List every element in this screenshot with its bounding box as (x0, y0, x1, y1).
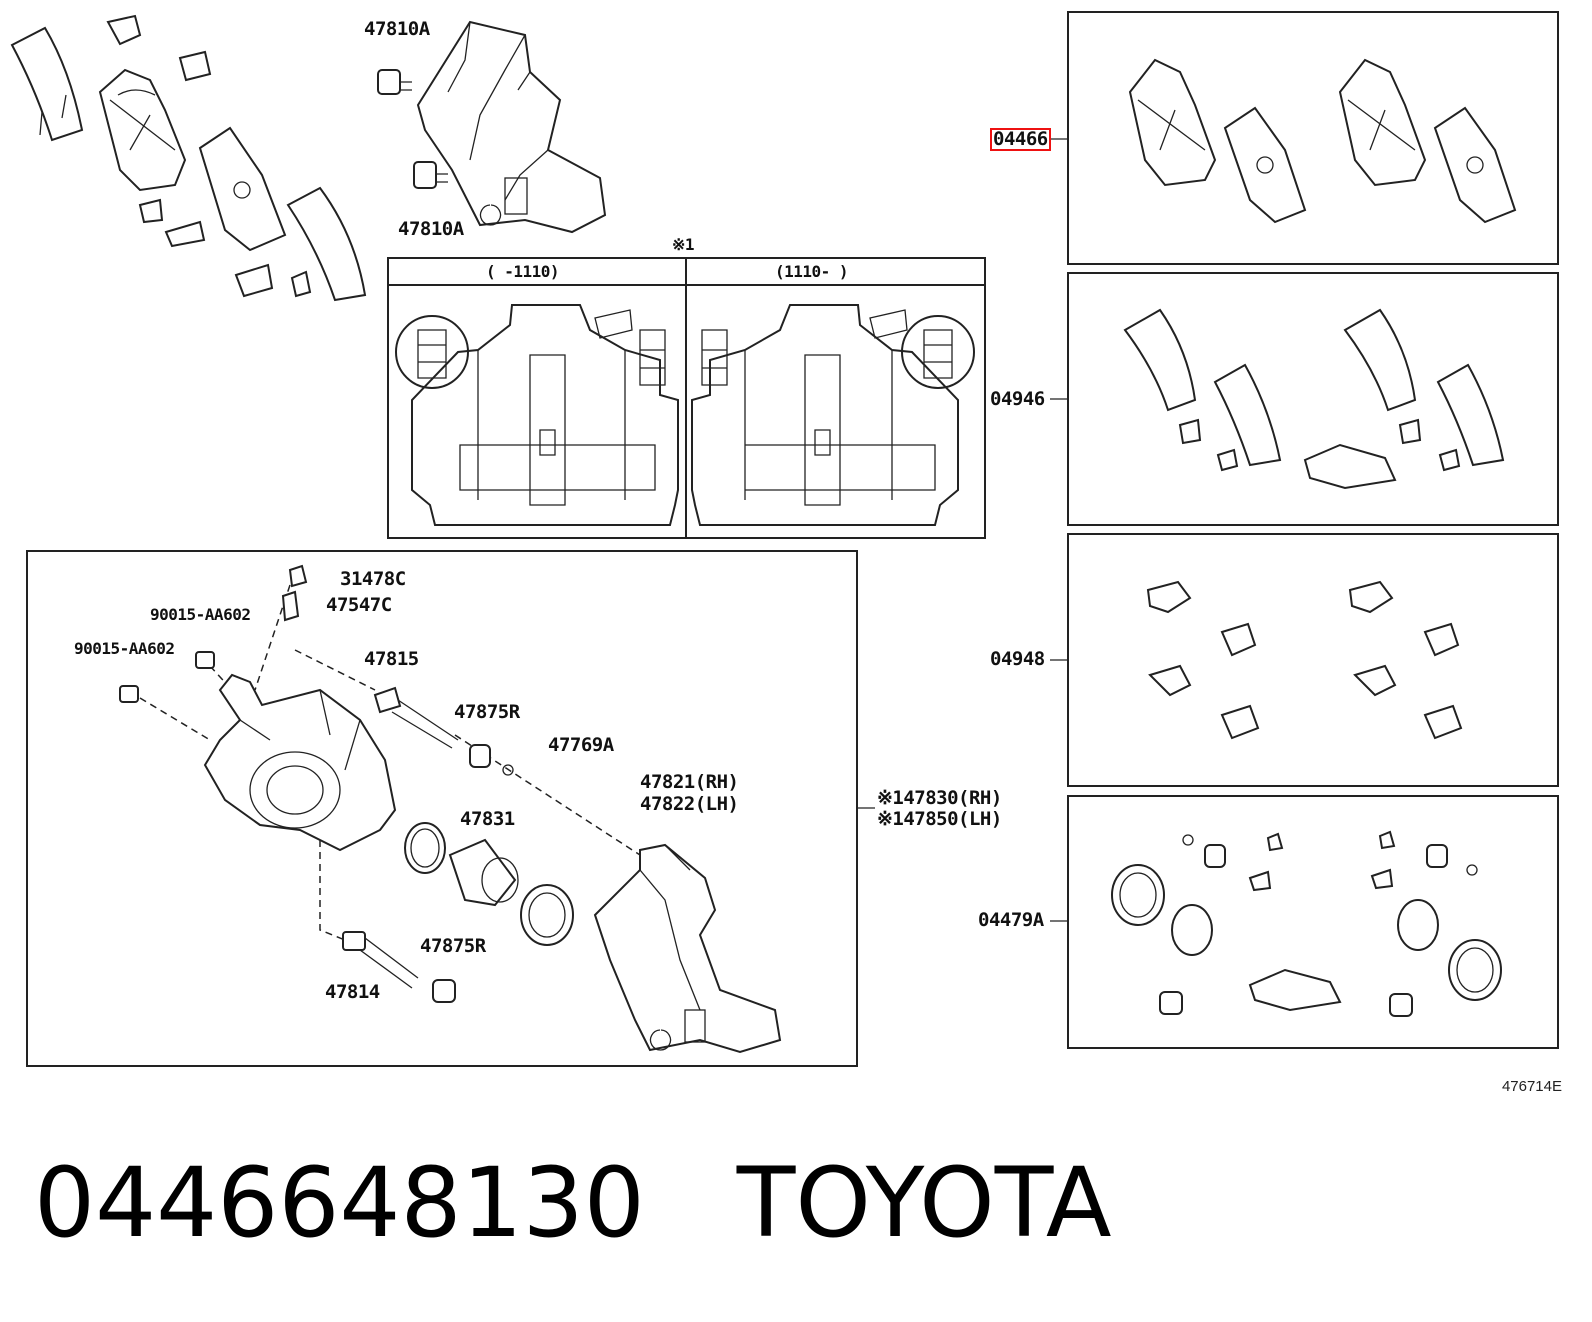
label-pads-highlighted[interactable]: 04466 (990, 128, 1051, 151)
label-mounting-rh: 47821(RH) (640, 771, 739, 793)
kit-box-shims (1050, 272, 1559, 526)
label-inset-marker: ※1 (672, 235, 695, 254)
label-assy-rh: ※147830(RH) (877, 787, 1002, 809)
label-bolt-a: 90015-AA602 (150, 605, 251, 624)
label-shims: 04946 (990, 388, 1045, 410)
label-inset-right-panel: (1110- ) (775, 262, 849, 281)
label-pin-lower: 47814 (325, 981, 380, 1003)
label-bleeder: 47547C (326, 594, 392, 616)
label-ring: 47769A (548, 734, 614, 756)
kit-box-fittings (1050, 533, 1559, 787)
part-number: 0446648130 (34, 1147, 645, 1259)
caliper-mounting-top (377, 20, 607, 234)
label-pin-upper: 47815 (364, 648, 419, 670)
catalog-number: 476714E (1501, 1078, 1562, 1095)
brand-name: TOYOTA (736, 1147, 1112, 1259)
caliper-assembly-parts (119, 564, 782, 1054)
label-boot-lower: 47875R (420, 935, 486, 957)
label-bolt-upper: 47810A (364, 18, 430, 40)
label-seal: 47831 (460, 808, 515, 830)
kit-box-cylinder (1050, 795, 1559, 1049)
label-bolt-lower: 47810A (398, 218, 464, 240)
label-cylinder-kit: 04479A (978, 909, 1044, 931)
label-fittings: 04948 (990, 648, 1045, 670)
label-mounting-lh: 47822(LH) (640, 793, 739, 815)
caliper-assembly-frame (26, 550, 875, 1067)
label-assy-lh: ※147850(LH) (877, 808, 1002, 830)
label-bolt-b: 90015-AA602 (74, 639, 175, 658)
label-cap: 31478C (340, 568, 406, 590)
brake-pad-group-top-left (10, 14, 367, 302)
label-inset-left-panel: ( -1110) (486, 262, 560, 281)
kit-box-pads (1050, 11, 1559, 265)
caliper-inset-frame (387, 257, 986, 539)
label-boot-upper: 47875R (454, 701, 520, 723)
